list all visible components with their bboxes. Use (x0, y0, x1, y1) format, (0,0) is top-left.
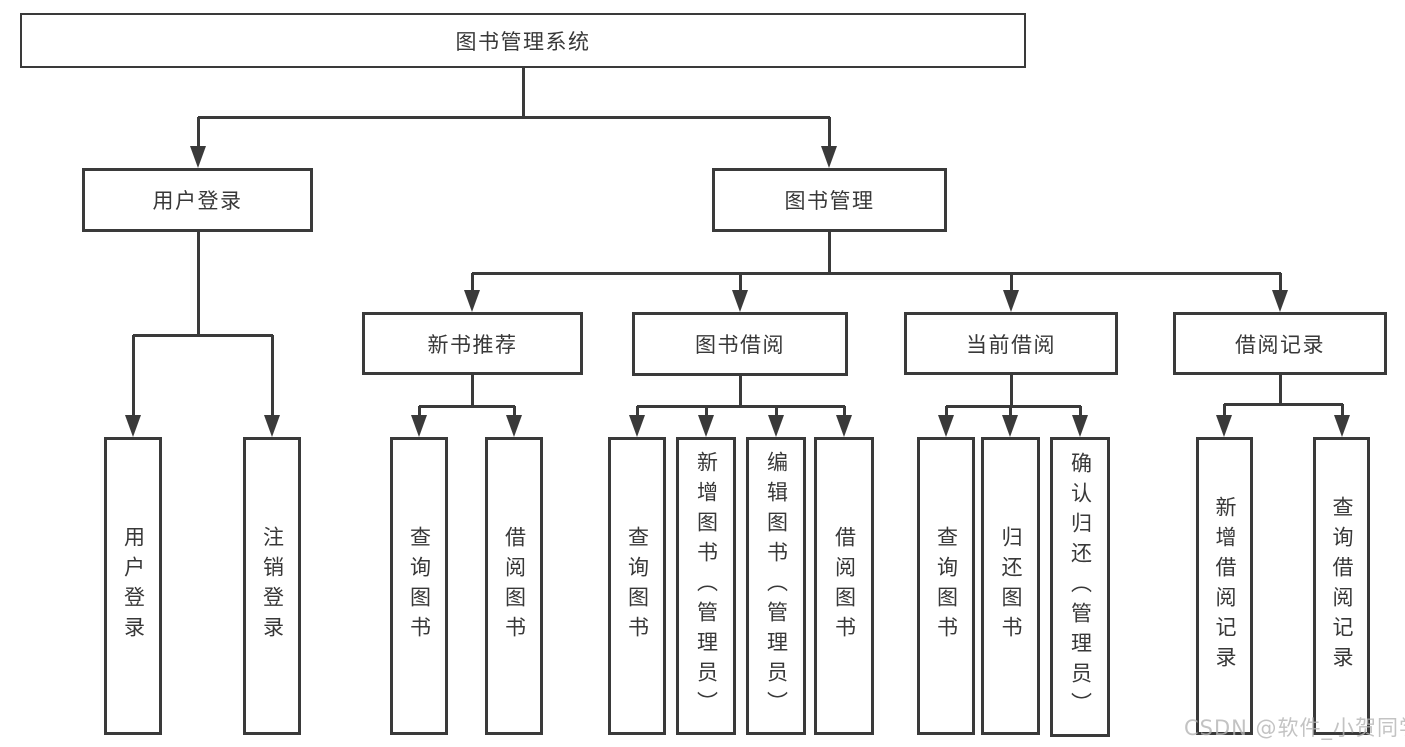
arrow-down-icon (1272, 290, 1288, 312)
connector-line (472, 272, 1281, 275)
connector-line (739, 376, 742, 406)
leaf-confirm-return-admin-label: 确认归还（管理员） (1068, 452, 1093, 722)
arrow-down-icon (1334, 415, 1350, 437)
connector-line (828, 232, 831, 273)
arrow-down-icon (411, 415, 427, 437)
node-system-root-label: 图书管理系统 (455, 29, 591, 54)
connector-line (132, 335, 135, 425)
node-user-login-label: 用户登录 (152, 189, 243, 213)
arrow-down-icon (1072, 415, 1088, 437)
leaf-add-borrow-record-label: 新增借阅记录 (1213, 496, 1237, 676)
arrow-down-icon (1002, 415, 1018, 437)
node-system-root: 图书管理系统 (20, 13, 1026, 68)
leaf-user-login-label: 用户登录 (121, 526, 146, 646)
connector-line (198, 116, 830, 119)
leaf-edit-books-admin: 编辑图书（管理员） (746, 437, 806, 735)
node-user-login: 用户登录 (82, 168, 313, 232)
leaf-logout: 注销登录 (243, 437, 301, 735)
arrow-down-icon (264, 415, 280, 437)
arrow-down-icon (938, 415, 954, 437)
leaf-query-books-borrowing-label: 查询图书 (625, 526, 650, 646)
node-current-borrowing: 当前借阅 (904, 312, 1118, 375)
arrow-down-icon (698, 415, 714, 437)
arrow-down-icon (1216, 415, 1232, 437)
arrow-down-icon (125, 415, 141, 437)
leaf-query-borrow-record: 查询借阅记录 (1313, 437, 1370, 735)
connector-line (1279, 375, 1282, 404)
node-new-book-recommend-label: 新书推荐 (427, 332, 518, 357)
connector-line (828, 117, 831, 156)
node-current-borrowing-label: 当前借阅 (966, 332, 1056, 357)
leaf-add-books-admin-label: 新增图书（管理员） (694, 451, 719, 721)
arrow-down-icon (836, 415, 852, 437)
connector-line (1010, 375, 1013, 406)
leaf-query-books-recommend: 查询图书 (390, 437, 448, 735)
connector-line (197, 117, 200, 156)
leaf-borrow-books-label: 借阅图书 (832, 526, 857, 646)
leaf-user-login: 用户登录 (104, 437, 162, 735)
leaf-edit-books-admin-label: 编辑图书（管理员） (764, 451, 789, 721)
leaf-borrow-books: 借阅图书 (814, 437, 874, 735)
node-book-management: 图书管理 (712, 168, 947, 232)
connector-line (739, 273, 742, 300)
leaf-query-books-current: 查询图书 (917, 437, 975, 735)
connector-line (522, 68, 525, 117)
connector-line (133, 334, 273, 337)
arrow-down-icon (190, 146, 206, 168)
leaf-query-books-borrowing: 查询图书 (608, 437, 666, 735)
leaf-query-books-recommend-label: 查询图书 (407, 526, 432, 646)
connector-line (471, 273, 474, 300)
leaf-logout-label: 注销登录 (260, 526, 285, 646)
node-borrow-records-label: 借阅记录 (1235, 332, 1325, 357)
connector-line (1341, 404, 1344, 425)
connector-line (471, 375, 474, 406)
arrow-down-icon (464, 290, 480, 312)
arrow-down-icon (768, 415, 784, 437)
connector-line (946, 405, 1081, 408)
connector-line (271, 335, 274, 425)
connector-line (1223, 404, 1226, 425)
leaf-return-books-label: 归还图书 (999, 526, 1023, 646)
leaf-query-borrow-record-label: 查询借阅记录 (1330, 496, 1354, 676)
node-borrow-records: 借阅记录 (1173, 312, 1387, 375)
connector-line (419, 405, 515, 408)
leaf-add-books-admin: 新增图书（管理员） (676, 437, 736, 735)
connector-line (637, 405, 845, 408)
watermark: CSDN @软件_小贺同学 (1184, 716, 1405, 740)
node-new-book-recommend: 新书推荐 (362, 312, 583, 375)
leaf-add-borrow-record: 新增借阅记录 (1196, 437, 1253, 735)
leaf-return-books: 归还图书 (981, 437, 1040, 735)
arrow-down-icon (629, 415, 645, 437)
connector-line (1010, 273, 1013, 300)
connector-line (1224, 403, 1343, 406)
arrow-down-icon (1003, 290, 1019, 312)
node-book-management-label: 图书管理 (784, 189, 875, 213)
connector-line (1279, 273, 1282, 300)
arrow-down-icon (821, 146, 837, 168)
node-book-borrowing: 图书借阅 (632, 312, 848, 376)
leaf-borrow-books-recommend: 借阅图书 (485, 437, 543, 735)
leaf-confirm-return-admin: 确认归还（管理员） (1050, 437, 1110, 737)
arrow-down-icon (506, 415, 522, 437)
node-book-borrowing-label: 图书借阅 (695, 333, 785, 357)
leaf-query-books-current-label: 查询图书 (934, 526, 959, 646)
arrow-down-icon (732, 290, 748, 312)
leaf-borrow-books-recommend-label: 借阅图书 (502, 526, 527, 646)
connector-line (197, 232, 200, 335)
